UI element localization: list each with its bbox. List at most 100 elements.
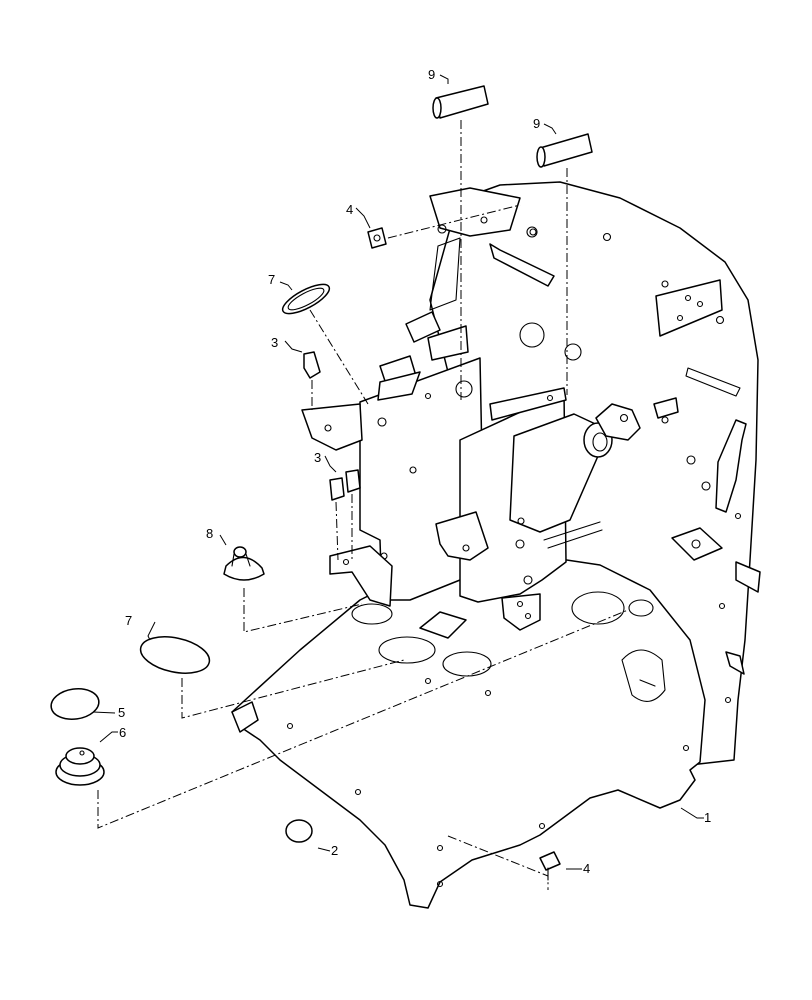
grommet-neck [231,553,251,567]
left-upright [429,237,461,311]
main-panel [231,181,761,909]
bracket-flange [301,403,363,451]
bolt [526,226,538,238]
tab-hole [691,539,701,549]
top-bracket [429,187,521,237]
callout-7-lower: 7 [125,613,132,628]
base-slot-inner [639,679,656,687]
plug-top [65,747,95,765]
plate-hole [686,455,696,465]
plate-hole [564,343,582,361]
plate-hole [724,696,732,704]
base-hole [571,591,625,625]
callout-5: 5 [118,705,125,720]
callout-8: 8 [206,526,213,541]
plate-hole [701,481,711,491]
plug-hole [79,750,85,756]
callout-3-lower: 3 [314,450,321,465]
base-hole-small [354,788,362,796]
flange-hole [324,424,332,432]
grommet-top [233,546,247,558]
bracket-foot [329,545,393,607]
bracket-hole [409,466,417,474]
oval-cover-part-7 [139,636,211,674]
hinge-bracket [655,279,723,337]
base-hole [378,636,436,664]
plate-hole [718,602,726,610]
base-left-lip [231,701,259,733]
foot-hole [524,612,532,620]
seal-ring-inner [287,287,325,311]
base-hole-small [436,880,444,888]
tube-tab-hole [619,413,629,423]
callout-6: 6 [119,725,126,740]
base-hole [351,603,393,625]
hinge-hole [676,314,684,322]
sleeve-part-9b [539,133,593,167]
side-rail [715,419,747,513]
plate-hole [602,232,612,242]
callout-2: 2 [331,843,338,858]
clip-part-3c [345,469,361,493]
bracket-fold [489,387,567,421]
foot-hole [516,600,524,608]
disc-cap-part-5 [50,688,100,720]
seal-ring-part-7 [281,283,331,315]
leader-lines [92,74,704,870]
base-hole [628,599,654,617]
base-plate [231,554,706,909]
plate-hole [519,322,545,348]
hinge-hole [684,294,692,302]
bracket-hole [455,380,473,398]
button-part-2 [285,819,313,843]
bolt-part-4a [367,227,387,249]
bolt [480,216,488,224]
right-clip [725,651,745,675]
callout-9-upper: 9 [428,67,435,82]
small-clip [653,397,679,419]
callouts: 1 2 3 3 4 4 5 6 7 7 8 9 9 [118,67,711,876]
tube-tab [595,403,641,441]
bracket-hole [517,517,525,525]
bracket-hole [377,417,387,427]
clip-part-3a [303,351,321,379]
bracket-foot-right [501,593,541,631]
tube-bore [592,432,608,452]
upper-clip [405,311,441,343]
sleeve-part-9a [435,85,489,119]
bracket-hole [546,394,554,402]
callout-7-upper: 7 [268,272,275,287]
hinge-hole [696,300,704,308]
foot-hole [342,558,350,566]
upper-clip [377,371,421,401]
grommet-part-8 [223,556,265,581]
center-lines [97,120,629,890]
diagonal-strap [489,243,555,287]
callout-4-lower: 4 [583,861,590,876]
bracket-hole [515,539,525,549]
bolt-head [373,234,381,242]
upper-clip [427,325,469,361]
base-hole-small [682,744,690,752]
callout-9-lower: 9 [533,116,540,131]
base-hole-small [484,689,492,697]
plate-hole [734,512,742,520]
sleeve-end [536,146,546,168]
callout-4-upper: 4 [346,202,353,217]
right-clip [735,561,761,593]
callout-1: 1 [704,810,711,825]
plate-slot [685,367,741,397]
square-pad [419,611,467,639]
base-hole-small [538,822,546,830]
bracket-hole [424,392,432,400]
bolt-part-4b [539,851,561,871]
plate-hole [529,228,537,236]
hinge-hole [715,315,725,325]
base-hole-small [436,844,444,852]
callout-3-upper: 3 [271,335,278,350]
base-hole-small [286,722,294,730]
sleeve-end [432,97,442,119]
bracket-ear [435,511,489,561]
base-hole-small [424,677,432,685]
